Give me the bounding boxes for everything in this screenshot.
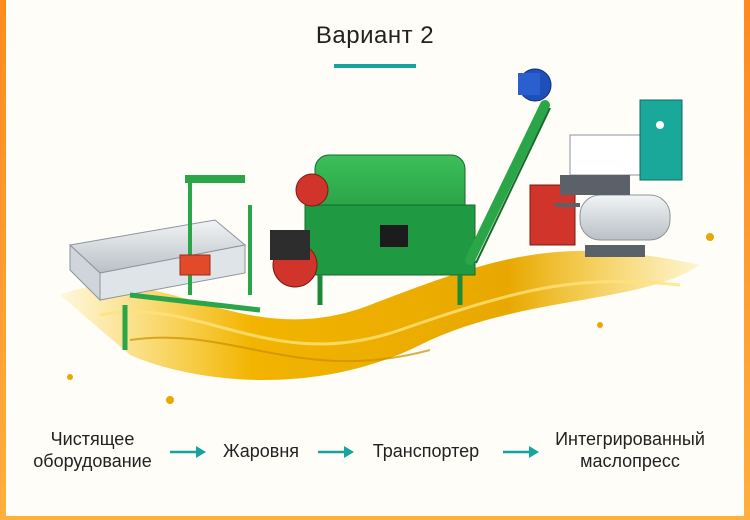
step-label-line1: Чистящее [50, 429, 135, 449]
cleaning-machine [68, 175, 261, 350]
arrow-right-icon [503, 446, 539, 458]
step-label-line1: Транспортер [372, 441, 480, 461]
integrated-oil-press [529, 99, 683, 257]
screw-conveyor [465, 68, 552, 265]
page-title: Вариант 2 [315, 22, 435, 49]
process-flow: Чистящее оборудование Жаровня Транспорте… [0, 428, 750, 488]
oil-splash [60, 233, 714, 404]
step-label-line1: Интегрированный [555, 429, 705, 449]
roaster-machine [270, 154, 476, 305]
step-roaster: Жаровня [206, 440, 316, 462]
right-border [744, 0, 750, 520]
step-label-line1: Жаровня [222, 441, 300, 461]
production-line-illustration [60, 68, 714, 404]
arrow-right-icon [318, 446, 354, 458]
arrow-right-icon [170, 446, 206, 458]
step-conveyor: Транспортер [356, 440, 496, 462]
step-integrated-oil-press: Интегрированный маслопресс [530, 428, 730, 472]
step-label-line2: маслопресс [580, 451, 680, 471]
step-label-line2: оборудование [33, 451, 152, 471]
left-border [0, 0, 6, 520]
title-underline [334, 64, 416, 68]
bottom-border [0, 516, 750, 520]
step-cleaning-equipment: Чистящее оборудование [20, 428, 165, 472]
